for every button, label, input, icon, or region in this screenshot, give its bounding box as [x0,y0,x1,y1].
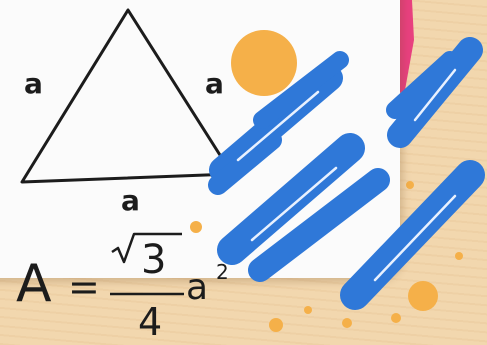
blue-stroke [387,37,483,148]
orange-dot [269,318,283,332]
formula-equals-sign: = [68,265,100,309]
orange-dot [455,252,463,260]
blue-brush-strokes [208,37,485,310]
formula-denominator: 4 [138,300,163,344]
stroke-highlight [250,166,338,242]
blue-stroke [253,51,349,129]
orange-circle [231,30,297,96]
formula-exponent: 2 [216,260,229,284]
orange-dot [304,306,312,314]
orange-dot [190,221,202,233]
blue-stroke [217,133,365,265]
orange-dot [342,318,352,328]
blue-stroke [208,130,282,195]
square-root-sign [111,232,182,264]
stroke-highlight [413,68,457,122]
side-label-left: a [24,67,43,100]
stroke-highlight [373,194,457,282]
white-paper-card [0,0,400,278]
formula-variable: a [186,267,209,308]
formula-numerator: 3 [141,237,167,283]
side-label-right: a [205,67,224,100]
orange-dot [406,181,414,189]
side-label-bottom: a [121,184,140,217]
orange-dot [391,313,401,323]
blue-stroke [248,168,390,282]
equilateral-triangle [20,8,234,184]
blue-stroke [340,160,485,310]
orange-dot [408,281,438,311]
blue-stroke [386,51,459,119]
stroke-highlight [236,90,320,162]
stroke-highlights [236,68,457,282]
formula-area-symbol: A [16,254,52,314]
